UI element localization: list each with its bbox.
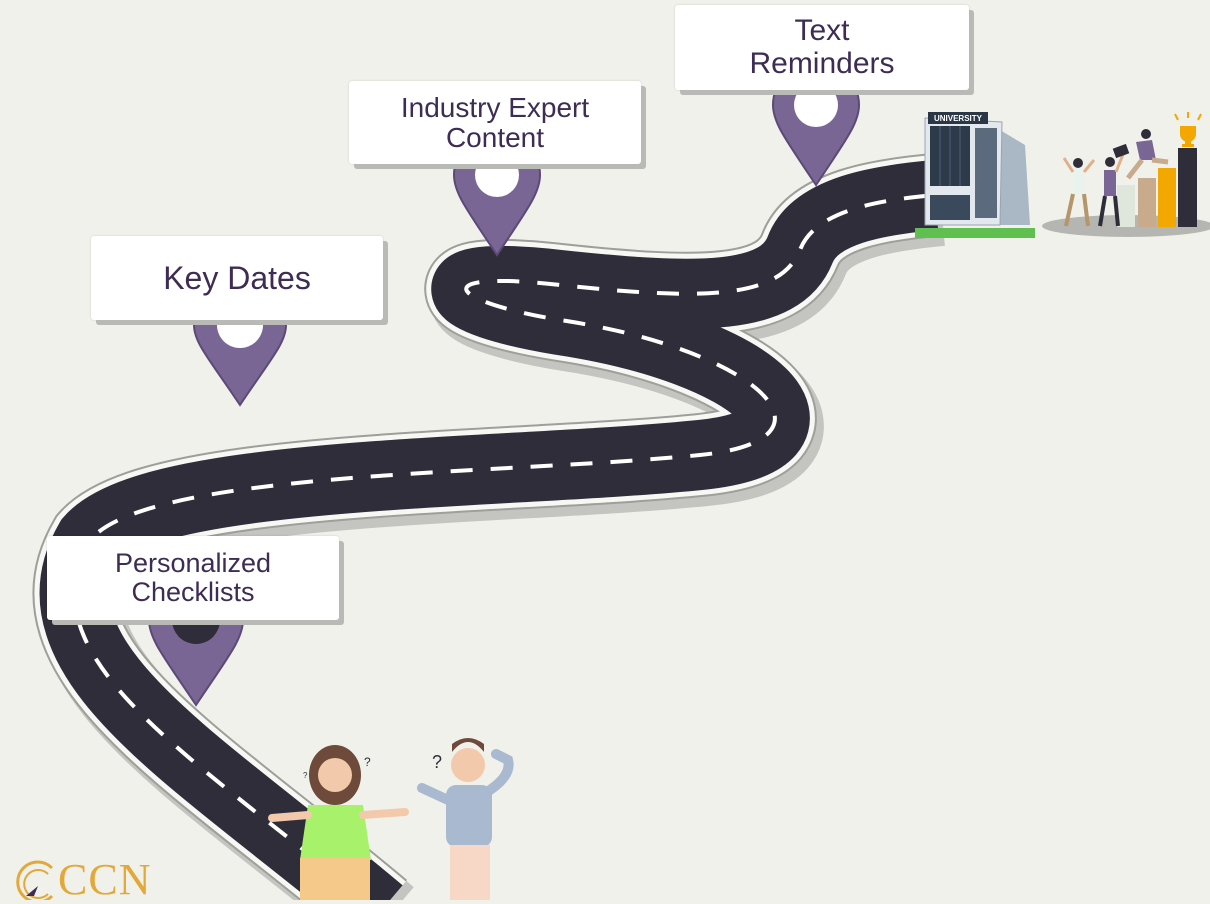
ccn-logo: CCN [16, 855, 152, 904]
key-dates-label: Key Dates [91, 236, 383, 320]
industry-expert-content-label: Industry Expert Content [349, 81, 641, 164]
confused-people-illustration: ? ? ? [268, 738, 514, 900]
personalized-checklists-label: Personalized Checklists [47, 536, 339, 620]
logo-swirl-icon [16, 860, 54, 900]
map-pin-icon [771, 61, 861, 187]
logo-text: CCN [58, 855, 152, 904]
question-mark-icon: ? [364, 755, 371, 769]
text-reminders-label: Text Reminders [675, 5, 969, 90]
celebrating-team-illustration [1042, 112, 1210, 237]
university-building-icon: UNIVERSITY [915, 112, 1035, 238]
university-sign: UNIVERSITY [934, 114, 983, 123]
trophy-icon [1174, 112, 1202, 147]
question-mark-icon: ? [432, 752, 442, 772]
confused-woman [268, 745, 409, 900]
question-mark-icon: ? [303, 771, 308, 780]
confused-man [417, 738, 514, 900]
